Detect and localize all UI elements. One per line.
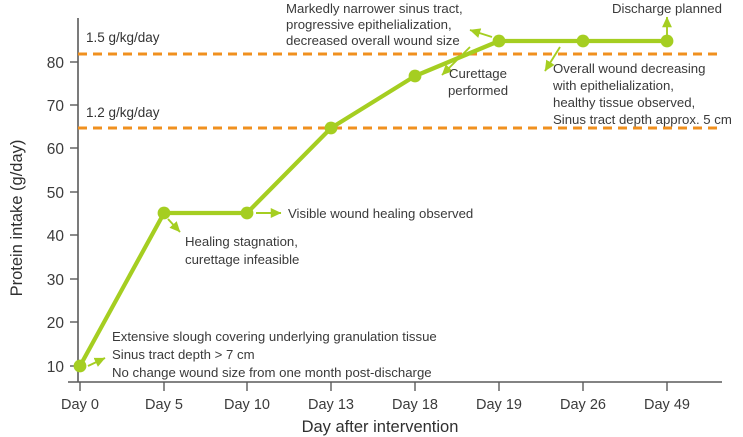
x-tick-label-day-18: Day 18	[392, 397, 438, 413]
x-tick-label-day-49: Day 49	[644, 397, 690, 413]
y-axis-tick-labels: 80 70 60 50 40 30 20 10	[47, 55, 65, 376]
annotation-curettage: Curettage performed	[448, 66, 508, 98]
annotation-day19-line1: Markedly narrower sinus tract,	[286, 1, 463, 16]
annotation-curettage-line2: performed	[448, 83, 508, 98]
x-axis-ticks	[79, 382, 668, 391]
annotation-arrows	[87, 16, 672, 367]
x-tick-label-day-26: Day 26	[560, 397, 606, 413]
y-tick-label-70: 70	[47, 98, 65, 115]
x-axis: Day 0 Day 5 Day 10 Day 13 Day 18 Day 19 …	[61, 381, 722, 436]
y-tick-label-80: 80	[47, 55, 65, 72]
arrow-day26-note	[544, 46, 561, 72]
y-tick-label-40: 40	[47, 228, 65, 245]
annotation-day5-line2: curettage infeasible	[185, 252, 299, 267]
arrow-day19-note	[469, 28, 493, 38]
reference-label-1.2: 1.2 g/kg/day	[86, 105, 160, 120]
series-line	[77, 38, 670, 369]
annotation-day26: Overall wound decreasing with epithelial…	[552, 61, 732, 127]
annotation-day0-line3: No change wound size from one month post…	[112, 365, 432, 380]
arrow-curettage-note	[441, 46, 471, 76]
data-point-day-18[interactable]	[408, 69, 422, 83]
annotation-day19-line3: decreased overall wound size	[286, 33, 460, 48]
annotation-day5: Healing stagnation, curettage infeasible	[185, 234, 299, 267]
annotation-day26-line1: Overall wound decreasing	[553, 61, 705, 76]
x-tick-label-day-10: Day 10	[224, 397, 270, 413]
y-tick-label-60: 60	[47, 141, 65, 158]
x-tick-label-day-0: Day 0	[61, 397, 99, 413]
annotation-day0: Extensive slough covering underlying gra…	[112, 329, 437, 380]
data-point-day-49[interactable]	[660, 34, 674, 48]
data-point-day-19[interactable]	[492, 34, 506, 48]
annotation-day26-line2: with epithelialization,	[552, 78, 674, 93]
annotation-day10-line1: Visible wound healing observed	[288, 206, 473, 221]
annotation-day10: Visible wound healing observed	[288, 206, 473, 221]
reference-label-1.5: 1.5 g/kg/day	[86, 30, 160, 45]
y-axis-title: Protein intake (g/day)	[8, 140, 26, 297]
data-point-day-5[interactable]	[157, 206, 171, 220]
x-tick-label-day-5: Day 5	[145, 397, 183, 413]
y-axis-ticks	[70, 61, 78, 367]
annotation-day5-line1: Healing stagnation,	[185, 234, 298, 249]
annotation-curettage-line1: Curettage	[449, 66, 507, 81]
y-tick-label-30: 30	[47, 272, 65, 289]
data-series-protein-intake	[73, 34, 674, 373]
y-tick-label-50: 50	[47, 185, 65, 202]
arrow-day0-note	[87, 357, 106, 367]
x-axis-tick-labels: Day 0 Day 5 Day 10 Day 13 Day 18 Day 19 …	[61, 397, 690, 413]
data-point-day-10[interactable]	[240, 206, 254, 220]
annotation-day19: Markedly narrower sinus tract, progressi…	[286, 1, 463, 48]
data-point-day-0[interactable]	[73, 359, 87, 373]
y-axis: 80 70 60 50 40 30 20 10 Protein intake (…	[8, 18, 79, 382]
annotation-day49-line1: Discharge planned	[612, 1, 722, 16]
data-point-day-26[interactable]	[576, 34, 590, 48]
arrow-day5-note	[167, 218, 181, 233]
annotation-day0-line2: Sinus tract depth > 7 cm	[112, 347, 255, 362]
reference-lines: 1.5 g/kg/day 1.2 g/kg/day	[78, 30, 722, 130]
annotation-day0-line1: Extensive slough covering underlying gra…	[112, 329, 437, 344]
x-tick-label-day-19: Day 19	[476, 397, 522, 413]
annotation-day19-line2: progressive epithelialization,	[286, 17, 452, 32]
annotation-day49: Discharge planned	[612, 1, 722, 16]
data-point-day-13[interactable]	[324, 121, 338, 135]
annotation-day26-line4: Sinus tract depth approx. 5 cm	[553, 112, 732, 127]
y-tick-label-20: 20	[47, 315, 65, 332]
y-tick-label-10: 10	[47, 359, 65, 376]
annotation-day26-line3: healthy tissue observed,	[553, 95, 695, 110]
x-axis-title: Day after intervention	[302, 418, 459, 436]
x-tick-label-day-13: Day 13	[308, 397, 354, 413]
